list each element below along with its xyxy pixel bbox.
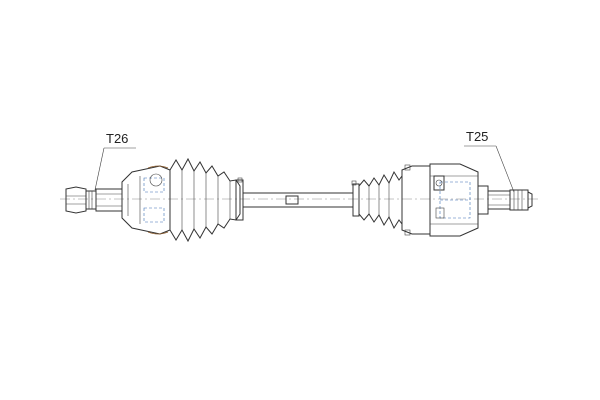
left-stub-shaft bbox=[65, 186, 123, 214]
right-shaft-tip bbox=[527, 191, 533, 209]
left-hex-nut bbox=[65, 186, 87, 214]
callout-leader-left bbox=[94, 147, 105, 191]
intermediate-shaft bbox=[242, 192, 354, 208]
right-thread-end bbox=[509, 189, 529, 211]
shaft-damper bbox=[285, 195, 299, 205]
right-tripod-roller bbox=[433, 175, 445, 191]
right-flange bbox=[477, 185, 489, 215]
right-cv-joint bbox=[401, 163, 479, 237]
right-cv-housing bbox=[429, 163, 479, 237]
right-boot-clamp-small bbox=[352, 183, 360, 217]
right-cv-neck bbox=[401, 165, 431, 235]
right-spline bbox=[487, 190, 511, 210]
left-boot-bellows bbox=[169, 157, 241, 243]
right-stub-shaft bbox=[477, 185, 533, 215]
right-boot bbox=[351, 164, 411, 236]
left-cv-housing bbox=[121, 165, 171, 235]
left-boot bbox=[169, 157, 244, 243]
callout-label-right: T25 bbox=[466, 129, 488, 144]
right-cv-inner bbox=[439, 181, 471, 219]
right-boot-bellows bbox=[358, 170, 403, 230]
left-cv-joint bbox=[121, 165, 171, 235]
left-thread bbox=[85, 190, 97, 210]
left-cv-ball bbox=[149, 173, 163, 187]
callout-label-left: T26 bbox=[106, 131, 128, 146]
callout-right: T25 bbox=[464, 129, 515, 193]
callout-left: T26 bbox=[94, 131, 136, 191]
left-spline bbox=[95, 188, 123, 212]
callout-leader-right bbox=[495, 145, 515, 193]
